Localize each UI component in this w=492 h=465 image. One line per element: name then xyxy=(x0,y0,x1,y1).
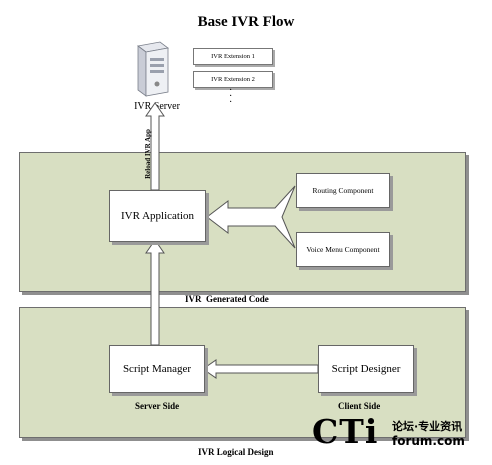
watermark-domain: forum.com xyxy=(392,434,465,448)
logical-design-caption: IVR Logical Design xyxy=(198,447,274,457)
server-icon xyxy=(130,40,170,98)
server-side-label: Server Side xyxy=(135,401,180,411)
cti-watermark-logo: CTi 论坛·专业资讯 forum.com xyxy=(312,412,490,460)
generate-arrow xyxy=(145,239,165,346)
reload-arrow xyxy=(145,102,165,191)
client-side-label: Client Side xyxy=(338,401,381,411)
watermark-slogan: 论坛·专业资讯 xyxy=(392,420,463,433)
extension-item: IVR Extension 1 xyxy=(193,48,273,65)
script-manager-node: Script Manager xyxy=(109,345,205,393)
ivr-application-node: IVR Application xyxy=(109,190,206,242)
reload-label: Reload IVR App xyxy=(144,129,152,179)
extension-item: IVR Extension 2 xyxy=(193,71,273,88)
diagram-title: Base IVR Flow xyxy=(197,14,295,30)
routing-component-node: Routing Component xyxy=(296,173,390,208)
script-designer-node: Script Designer xyxy=(318,345,414,393)
design-arrow xyxy=(202,359,319,379)
generated-code-caption: IVR Generated Code xyxy=(185,294,269,304)
watermark-brand: CTi xyxy=(312,412,379,451)
more-extensions-ellipsis: ··· xyxy=(229,85,233,108)
components-arrow xyxy=(206,185,296,249)
voice-menu-component-node: Voice Menu Component xyxy=(296,232,390,267)
